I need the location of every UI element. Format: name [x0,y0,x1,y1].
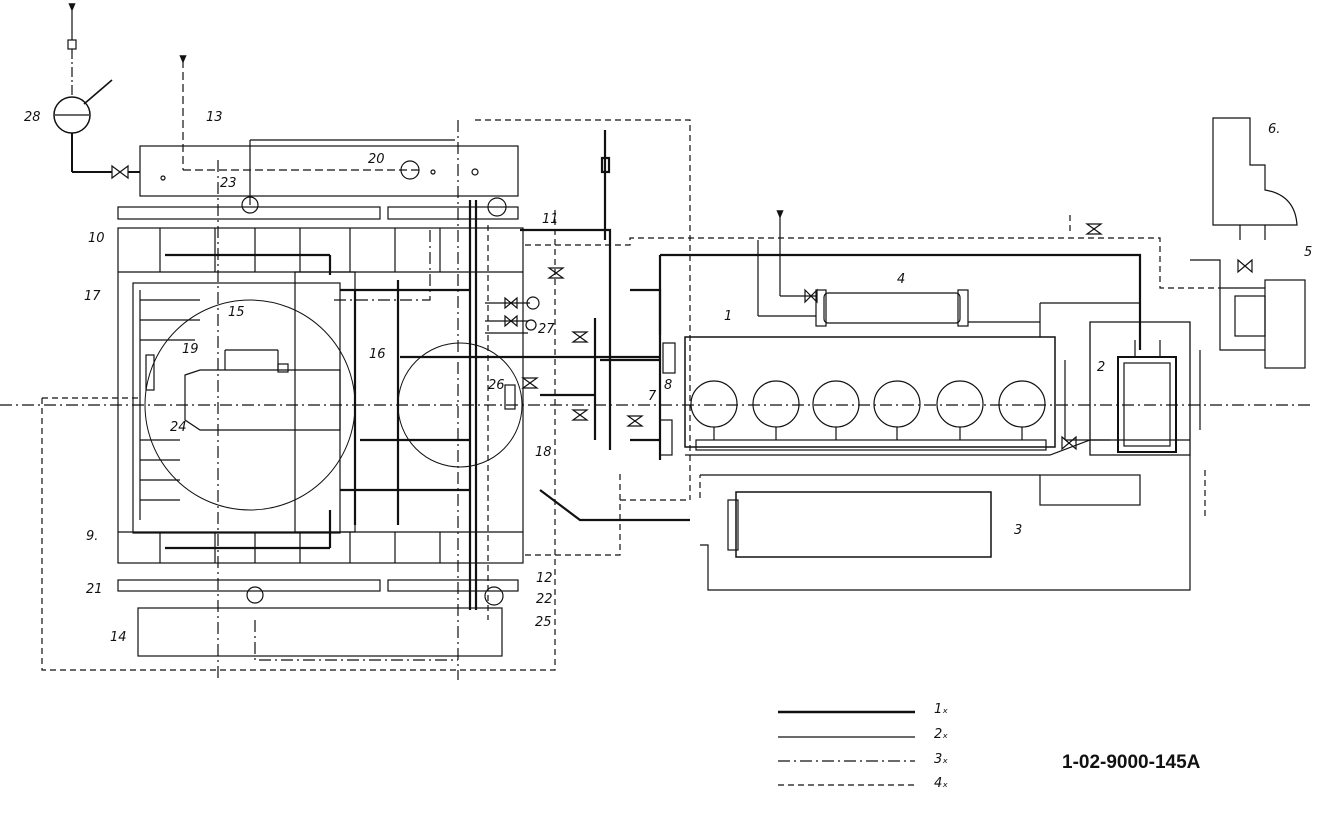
cooler-2 [1064,321,1191,456]
label-18: 18 [535,445,552,460]
rail-lower-left [117,579,381,592]
tank-13 [139,55,519,214]
label-3: 3 [1014,523,1022,538]
frame-block-10 [117,227,524,564]
dashed-circuit-left [41,119,691,671]
label-5: 5 [1304,245,1312,260]
rail-upper-right [387,206,519,220]
gauge-28 [53,3,140,180]
label-2: 2 [1097,360,1105,375]
legend [778,710,915,786]
label-19: 19 [182,342,199,357]
pipes-thick-middle [520,130,1142,522]
label-10: 10 [88,231,105,246]
legend-label-1: 1ₓ [934,702,948,717]
label-22: 22 [536,592,553,607]
pump-top-right [487,197,507,217]
unit-5 [1190,259,1306,430]
valve-right-upper [1237,258,1253,274]
engine-1 [659,302,1190,506]
label-6: 6. [1268,122,1280,137]
label-7: 7 [648,389,657,404]
label-4: 4 [897,272,905,287]
label-17: 17 [84,289,101,304]
pump-25 [484,586,504,606]
rail-upper-left [117,206,381,220]
label-27: 27 [538,322,555,337]
valve-cluster-27 [485,267,644,427]
label-15: 15 [228,305,245,320]
valve-exchanger [804,288,818,304]
label-8: 8 [664,378,672,393]
detail-circle-16 [397,342,523,468]
legend-label-3: 3ₓ [934,752,948,767]
label-11: 11 [542,212,559,227]
label-16: 16 [369,347,386,362]
pump-21 [246,586,264,604]
dashed-circuit-right [525,215,1220,556]
legend-label-2: 2ₓ [934,727,948,742]
label-28: 28 [24,110,41,125]
valve-top [1085,223,1103,235]
heat-exchanger-4 [757,210,1040,327]
label-9: 9. [86,529,98,544]
rail-lower-right [387,579,519,592]
label-1: 1 [724,309,732,324]
label-12: 12 [536,571,553,586]
tank-3 [700,455,1191,591]
label-14: 14 [110,630,127,645]
dash-dot-circuit [0,120,1310,680]
valve-right-lower [1061,435,1077,451]
label-21: 21 [86,582,103,597]
unit-6 [1212,117,1298,240]
legend-label-4: 4ₓ [934,776,948,791]
label-25: 25 [535,615,552,630]
label-13: 13 [206,110,223,125]
label-20: 20 [368,152,385,167]
tank-14 [137,607,503,657]
label-26: 26 [488,378,505,393]
label-23: 23 [220,176,237,191]
label-24: 24 [170,420,187,435]
drawing-code: 1-02-9000-145A [1062,752,1201,773]
generator-19 [145,349,341,431]
